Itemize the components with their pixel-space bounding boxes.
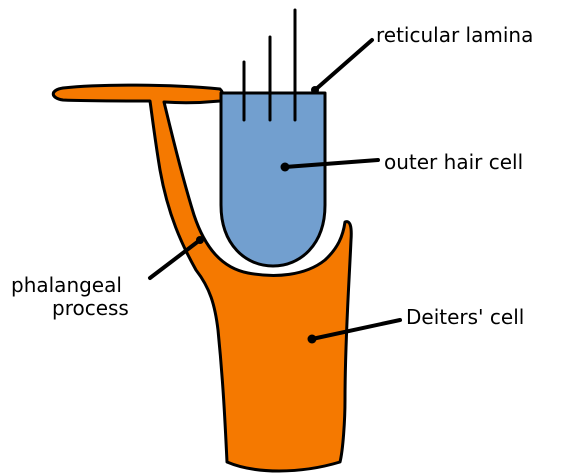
reticular-lamina-label: reticular lamina bbox=[376, 23, 533, 47]
deiters-cell-label: Deiters' cell bbox=[406, 305, 524, 329]
phalangeal-process-dot bbox=[196, 236, 204, 244]
phalangeal-process-label-line1: phalangeal bbox=[11, 273, 122, 297]
phalangeal-process-label-line2: process bbox=[52, 296, 129, 320]
outer-hair-cell-shape bbox=[221, 93, 325, 266]
reticular-lamina-dot bbox=[311, 86, 319, 94]
outer-hair-cell-dot bbox=[281, 163, 290, 172]
outer-hair-cell-label: outer hair cell bbox=[384, 150, 523, 174]
deiters-cell-dot bbox=[308, 335, 317, 344]
reticular-lamina-pointer bbox=[315, 40, 372, 90]
